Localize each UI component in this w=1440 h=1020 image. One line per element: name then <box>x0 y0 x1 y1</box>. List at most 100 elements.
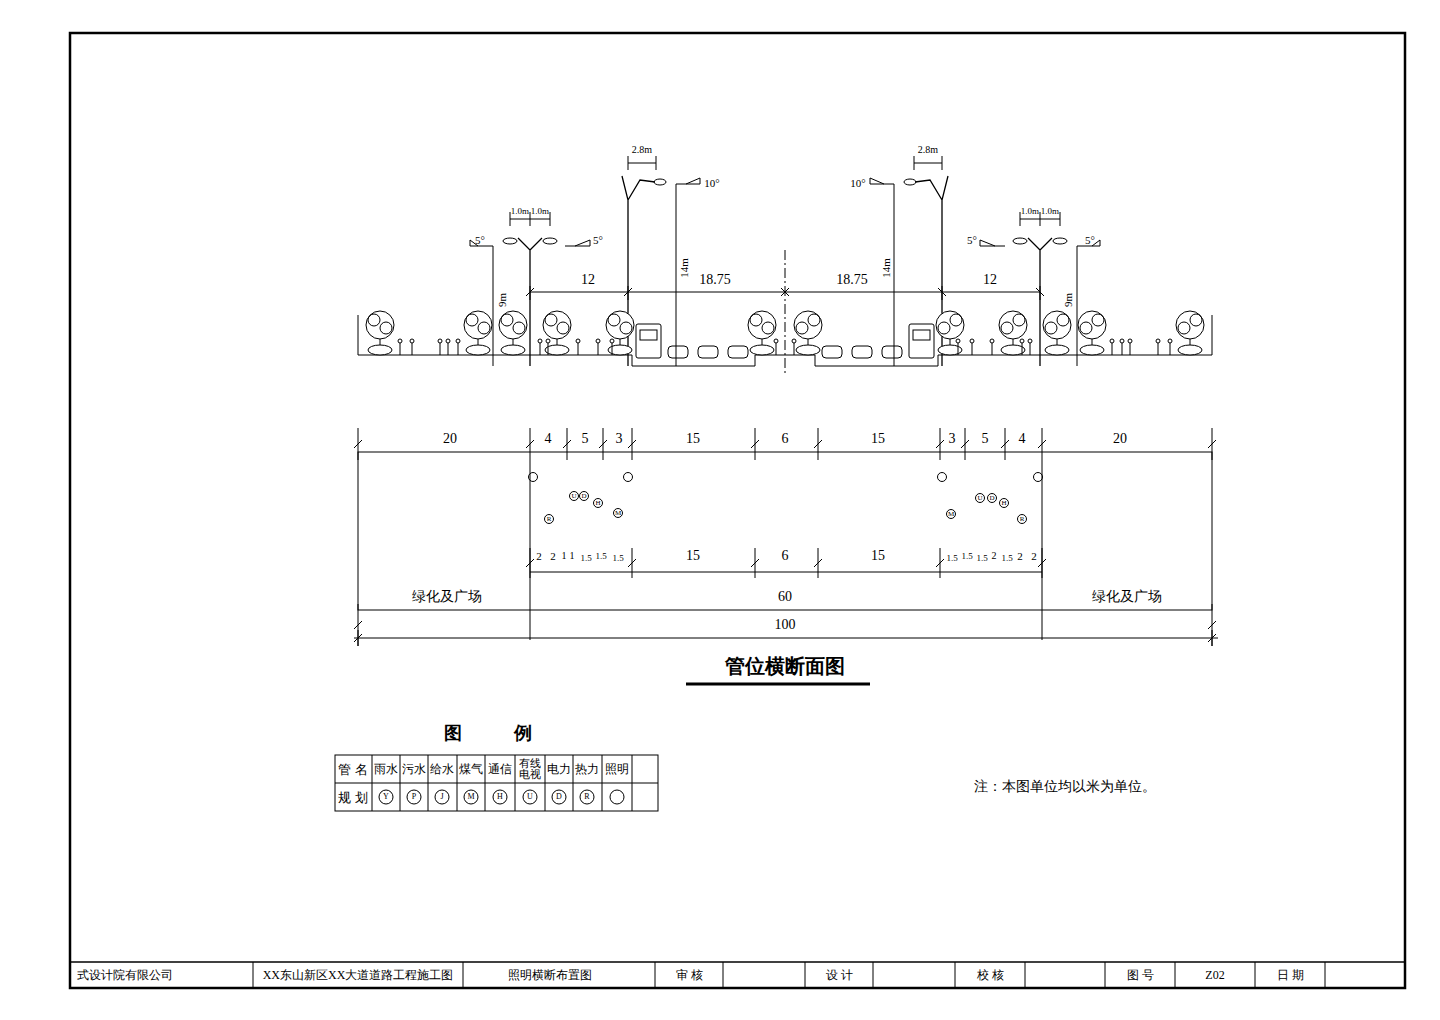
dimension-label: 9m <box>1063 293 1074 307</box>
pipe-code: U <box>527 793 533 801</box>
dimension-label: 12 <box>581 273 595 287</box>
dimension-label: 5 <box>582 432 589 446</box>
dimension-label: 15 <box>686 432 700 446</box>
sheet-label: 设 计 <box>826 969 853 981</box>
dimension-label: 60 <box>778 590 792 604</box>
dimension-label: 5° <box>593 235 603 246</box>
person-symbol <box>546 339 550 355</box>
dimension-label: 1.5 <box>946 554 957 563</box>
dimension-label: 20 <box>1113 432 1127 446</box>
sheet-label: 日 期 <box>1277 969 1304 981</box>
tree-symbol <box>366 311 394 355</box>
legend-entry: 污水 <box>399 763 429 775</box>
dimension-label: 1.0m <box>511 207 529 216</box>
sheet-label: 图 号 <box>1127 969 1154 981</box>
pipe-code: H <box>497 793 503 801</box>
pipe-code: M <box>467 793 474 801</box>
tree-symbol <box>606 311 634 355</box>
pipe-code: H <box>595 500 600 507</box>
dimension-label: 1.5 <box>976 554 987 563</box>
legend-entry: 有线电视 <box>517 758 543 780</box>
legend-entry: 给水 <box>427 763 457 775</box>
pipe-code: H <box>1001 500 1006 507</box>
dimension-label: 1.5 <box>961 552 972 561</box>
dimension-label: 2 <box>550 551 556 562</box>
pipe-code: R <box>547 516 552 523</box>
sheet-label: 图 例 <box>444 724 557 742</box>
dimension-label: 5 <box>982 432 989 446</box>
dimension-label: 1.5 <box>595 552 606 561</box>
dimension-label: 18.75 <box>836 273 868 287</box>
pipe-code: U <box>571 493 576 500</box>
sheet-label: 管 名 <box>338 763 367 776</box>
dimension-label: 100 <box>775 618 796 632</box>
person-symbol <box>398 339 402 355</box>
dimension-label: 1 <box>570 551 575 561</box>
dimension-label: 10° <box>850 178 865 189</box>
dimension-label: 1 <box>562 551 567 561</box>
dimension-label: 15 <box>686 549 700 563</box>
pipe-code: M <box>615 510 621 517</box>
tree-symbol <box>748 311 776 355</box>
person-symbol <box>610 339 614 355</box>
dimension-label: 2.8m <box>918 145 938 155</box>
dimension-label: 3 <box>949 432 956 446</box>
dimension-label: 10° <box>704 178 719 189</box>
dimension-label: 4 <box>1019 432 1026 446</box>
sheet-label: 式设计院有限公司 <box>77 969 173 981</box>
person-symbol <box>596 339 600 355</box>
tree-symbol <box>464 311 492 355</box>
dimension-label: 2 <box>1031 551 1037 562</box>
legend-entry: 通信 <box>485 763 515 775</box>
sheet-label: 照明横断布置图 <box>508 969 592 981</box>
person-symbol <box>438 339 442 355</box>
dimension-label: 1.5 <box>580 554 591 563</box>
sheet-label: 规 划 <box>338 791 367 804</box>
section-title: 管位横断面图 <box>725 656 845 676</box>
pipe-code: Y <box>383 793 389 801</box>
dimension-label: 1.0m <box>1021 207 1039 216</box>
person-symbol <box>538 339 542 355</box>
person-symbol <box>774 339 778 355</box>
pipe-code: J <box>440 793 443 801</box>
person-symbol <box>410 339 414 355</box>
sheet-label: 校 核 <box>977 969 1004 981</box>
dimension-label: 20 <box>443 432 457 446</box>
legend-entry: 煤气 <box>456 763 486 775</box>
dimension-label: 6 <box>782 432 789 446</box>
pipe-code: P <box>412 793 416 801</box>
tree-symbol <box>543 311 571 355</box>
dimension-label: 1.5 <box>612 554 623 563</box>
dimension-label: 6 <box>782 549 789 563</box>
dimension-label: 绿化及广场 <box>1092 590 1162 604</box>
pipe-code: U <box>977 495 982 502</box>
pipe-code: D <box>989 495 994 502</box>
dimension-label: 12 <box>983 273 997 287</box>
person-symbol <box>456 339 460 355</box>
legend-entry: 雨水 <box>371 763 401 775</box>
person-symbol <box>576 339 580 355</box>
dimension-label: 1.5 <box>1001 554 1012 563</box>
pipe-code: D <box>556 793 562 801</box>
sheet-label: Z02 <box>1205 969 1224 981</box>
dimension-label: 15 <box>871 432 885 446</box>
dimension-label: 1.0m <box>1041 207 1059 216</box>
person-symbol <box>446 339 450 355</box>
dimension-label: 5° <box>1085 235 1095 246</box>
dimension-label: 2 <box>536 551 542 562</box>
dimension-label: 1.0m <box>531 207 549 216</box>
dimension-label: 14m <box>679 258 690 278</box>
dimension-label: 绿化及广场 <box>412 590 482 604</box>
dimension-label: 2 <box>992 551 997 561</box>
dimension-label: 9m <box>497 293 508 307</box>
dimension-label: 3 <box>616 432 623 446</box>
pipe-code: D <box>581 493 586 500</box>
legend-entry: 照明 <box>602 763 632 775</box>
dimension-label: 4 <box>545 432 552 446</box>
pipe-code: R <box>1020 516 1025 523</box>
dimension-label: 15 <box>871 549 885 563</box>
dimension-label: 2 <box>1017 551 1023 562</box>
dimension-label: 14m <box>881 258 892 278</box>
